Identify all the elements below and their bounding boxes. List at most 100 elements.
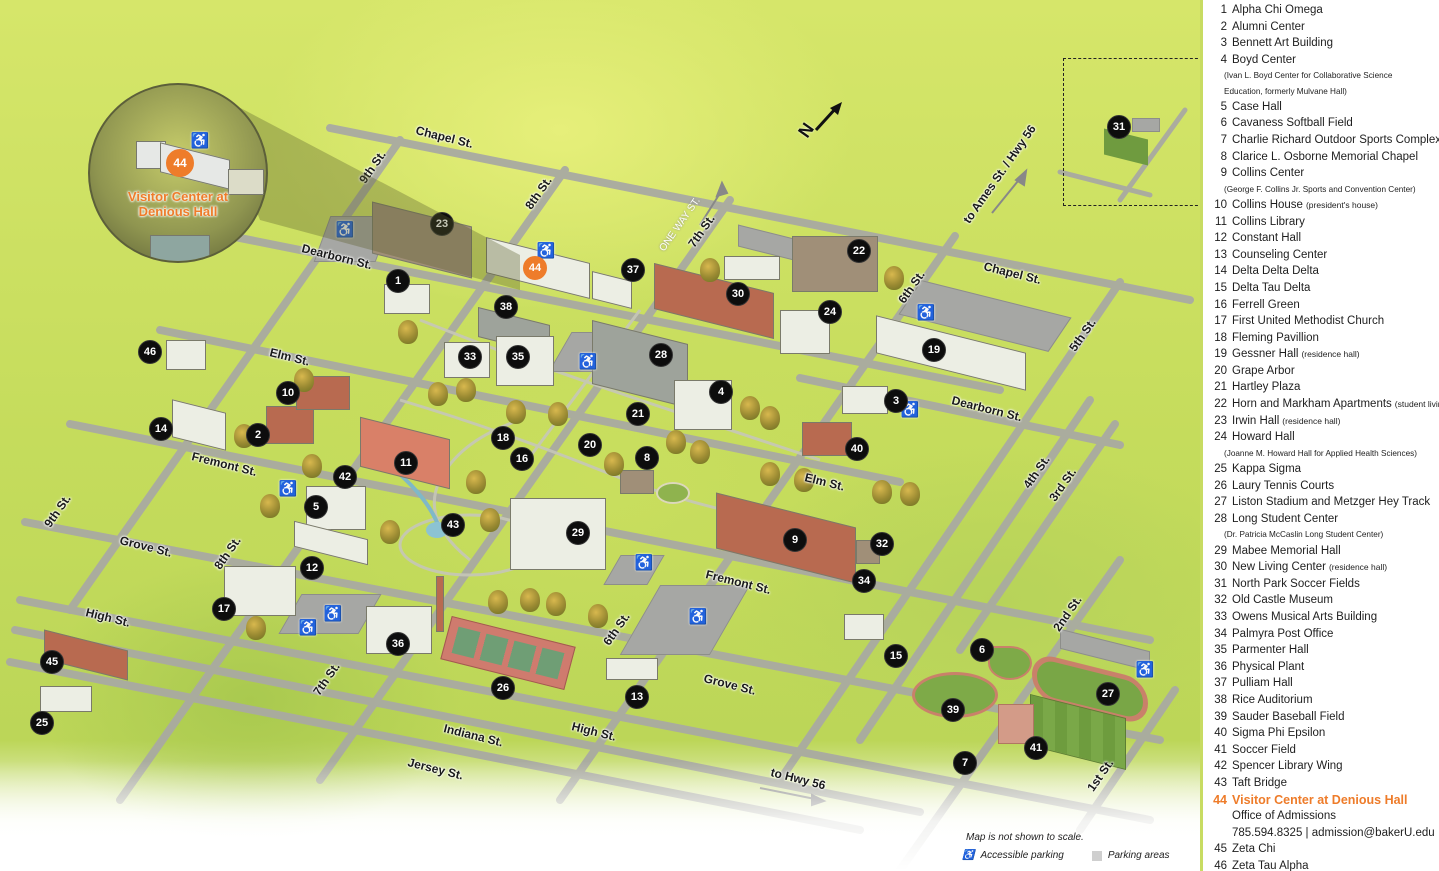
marker-46[interactable]: 46 bbox=[138, 340, 162, 364]
marker-10[interactable]: 10 bbox=[276, 381, 300, 405]
marker-41[interactable]: 41 bbox=[1024, 736, 1048, 760]
marker-13[interactable]: 13 bbox=[625, 685, 649, 709]
marker-15[interactable]: 15 bbox=[884, 644, 908, 668]
marker-25[interactable]: 25 bbox=[30, 711, 54, 735]
marker-11[interactable]: 11 bbox=[394, 451, 418, 475]
marker-1[interactable]: 1 bbox=[386, 269, 410, 293]
marker-27[interactable]: 27 bbox=[1096, 682, 1120, 706]
marker-24[interactable]: 24 bbox=[818, 300, 842, 324]
building-sigma-phi-epsilon[interactable] bbox=[802, 422, 852, 456]
building-delta-tau-delta[interactable] bbox=[844, 614, 884, 640]
building-kappa-sigma[interactable] bbox=[40, 686, 92, 712]
marker-44-inset[interactable]: 44 bbox=[166, 149, 194, 177]
building-howard-hall[interactable] bbox=[780, 310, 830, 354]
marker-43[interactable]: 43 bbox=[441, 513, 465, 537]
marker-28[interactable]: 28 bbox=[649, 343, 673, 367]
visitor-center-inset[interactable]: ♿ 44 Visitor Center at Denious Hall bbox=[88, 83, 268, 263]
marker-8[interactable]: 8 bbox=[635, 446, 659, 470]
marker-4[interactable]: 4 bbox=[709, 380, 733, 404]
marker-29[interactable]: 29 bbox=[566, 521, 590, 545]
marker-5[interactable]: 5 bbox=[304, 495, 328, 519]
marker-7[interactable]: 7 bbox=[953, 751, 977, 775]
marker-18[interactable]: 18 bbox=[491, 426, 515, 450]
marker-40[interactable]: 40 bbox=[845, 437, 869, 461]
marker-3[interactable]: 3 bbox=[884, 389, 908, 413]
marker-17[interactable]: 17 bbox=[212, 597, 236, 621]
building-horn-markham-1[interactable] bbox=[724, 256, 780, 280]
admissions-contact[interactable]: 785.594.8325 | admission@bakerU.edu bbox=[1232, 826, 1435, 839]
marker-38[interactable]: 38 bbox=[494, 295, 518, 319]
marker-33[interactable]: 33 bbox=[458, 345, 482, 369]
building-mabee-hall[interactable] bbox=[510, 498, 606, 570]
campus-map[interactable]: ♿ ♿ ♿ ♿ ♿ ♿ ♿ ♿ ♿ ♿ ♿ Chapel St.Chapel S… bbox=[0, 0, 1200, 871]
building-zeta-tau-alpha[interactable] bbox=[166, 340, 206, 370]
marker-45[interactable]: 45 bbox=[40, 650, 64, 674]
marker-34[interactable]: 34 bbox=[852, 569, 876, 593]
building-methodist-church[interactable] bbox=[224, 566, 296, 616]
marker-21[interactable]: 21 bbox=[626, 402, 650, 426]
softball-field[interactable] bbox=[988, 646, 1032, 680]
marker-26[interactable]: 26 bbox=[491, 676, 515, 700]
building-counseling-center[interactable] bbox=[606, 658, 658, 680]
marker-12[interactable]: 12 bbox=[300, 556, 324, 580]
marker-23[interactable]: 23 bbox=[430, 212, 454, 236]
marker-16[interactable]: 16 bbox=[510, 447, 534, 471]
marker-36[interactable]: 36 bbox=[386, 632, 410, 656]
marker-32[interactable]: 32 bbox=[870, 532, 894, 556]
marker-42[interactable]: 42 bbox=[333, 465, 357, 489]
marker-19[interactable]: 19 bbox=[922, 338, 946, 362]
building-alumni-center[interactable] bbox=[266, 406, 314, 444]
marker-20[interactable]: 20 bbox=[578, 433, 602, 457]
marker-30[interactable]: 30 bbox=[726, 282, 750, 306]
marker-9[interactable]: 9 bbox=[783, 528, 807, 552]
marker-37[interactable]: 37 bbox=[621, 258, 645, 282]
marker-44[interactable]: 44 bbox=[523, 256, 547, 280]
marker-35[interactable]: 35 bbox=[506, 345, 530, 369]
marker-6[interactable]: 6 bbox=[970, 638, 994, 662]
marker-31[interactable]: 31 bbox=[1107, 115, 1131, 139]
